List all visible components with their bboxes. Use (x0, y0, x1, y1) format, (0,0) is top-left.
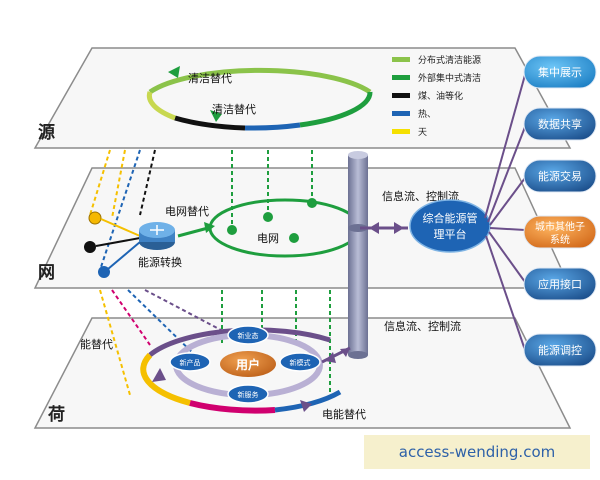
grid-replace-arrow (177, 226, 209, 238)
legend-item: 外部集中式清洁 (392, 72, 481, 84)
user-ring-node-label: 新业态 (238, 331, 259, 340)
layer-label-grid: 网 (38, 263, 55, 283)
legend-swatch (392, 57, 410, 62)
service-button[interactable]: 应用接口 (523, 267, 597, 301)
user-core[interactable]: 用户 (220, 351, 276, 377)
user-ring-node-label: 新服务 (238, 390, 259, 399)
legend-label: 分布式清洁能源 (418, 54, 481, 66)
service-button[interactable]: 集中展示 (523, 55, 597, 89)
arrow-icon (300, 400, 312, 412)
grid-info-flow-label: 信息流、控制流 (382, 189, 459, 203)
legend-label: 天 (418, 128, 427, 138)
load-left-label: 能替代 (80, 337, 113, 351)
service-label: 系统 (550, 233, 570, 246)
legend-label: 煤、油等化 (418, 90, 463, 102)
legend-item: 热、 (392, 108, 436, 120)
energy-platform-hub[interactable]: 综合能源管 理平台 (409, 199, 491, 253)
legend-label: 热、 (418, 108, 436, 120)
watermark-text: access-wending.com (399, 443, 555, 461)
load-bottom-label: 电能替代 (322, 407, 366, 421)
legend-swatch (392, 75, 410, 80)
grid-label: 电网 (257, 232, 279, 245)
arrow-icon (340, 348, 350, 357)
user-ring-node[interactable]: 新模式 (279, 352, 321, 372)
arrow-icon (369, 222, 379, 234)
source-replace-label-top: 清洁替代 (188, 71, 232, 85)
user-ring-node-label: 新产品 (180, 358, 201, 367)
hub-rays (484, 74, 526, 351)
legend-swatch (392, 93, 410, 98)
arrow-icon (394, 222, 404, 234)
grid-inputs (84, 211, 141, 278)
service-label: 应用接口 (538, 277, 582, 291)
service-button[interactable]: 能源交易 (523, 159, 597, 193)
service-label: 城市其他子 (535, 220, 585, 233)
source-replace-label-bottom: 清洁替代 (212, 102, 256, 116)
service-label: 集中展示 (538, 65, 582, 79)
layer-connections (89, 149, 331, 396)
service-label: 数据共享 (538, 117, 582, 131)
user-ring-node-label: 新模式 (290, 358, 311, 367)
legend-swatch (392, 111, 410, 116)
watermark: access-wending.com (364, 435, 590, 469)
converter-label: 能源转换 (138, 255, 182, 269)
legend-item: 分布式清洁能源 (392, 54, 481, 66)
layer-label-load: 荷 (48, 404, 65, 425)
user-ring-node[interactable]: 新服务 (227, 384, 269, 404)
energy-converter-icon (139, 222, 175, 250)
service-label: 能源调控 (538, 343, 582, 357)
source-ring (146, 66, 373, 131)
platform-label-line2: 理平台 (434, 227, 467, 241)
arrow-icon (325, 352, 336, 363)
service-button[interactable]: 数据共享 (523, 107, 597, 141)
source-plane (33, 47, 572, 149)
arrow-icon (152, 368, 166, 382)
legend-label: 外部集中式清洁 (418, 72, 481, 84)
grid-replace-label: 电网替代 (165, 204, 209, 218)
service-label: 能源交易 (538, 169, 582, 183)
legend-item: 天 (392, 128, 427, 138)
legend-item: 煤、油等化 (392, 90, 463, 102)
legend-swatch (392, 129, 410, 134)
user-label: 用户 (235, 357, 260, 372)
user-ring-node[interactable]: 新业态 (227, 325, 269, 345)
layer-label-source: 源 (38, 122, 55, 143)
arrow-icon (168, 66, 180, 78)
info-pipe (348, 151, 368, 359)
user-ring-node[interactable]: 新产品 (169, 352, 211, 372)
load-info-flow-label: 信息流、控制流 (384, 319, 461, 333)
grid-nodes (227, 198, 317, 243)
service-button[interactable]: 能源调控 (523, 333, 597, 367)
platform-label-line1: 综合能源管 (423, 211, 478, 225)
arrow-icon (210, 110, 222, 122)
